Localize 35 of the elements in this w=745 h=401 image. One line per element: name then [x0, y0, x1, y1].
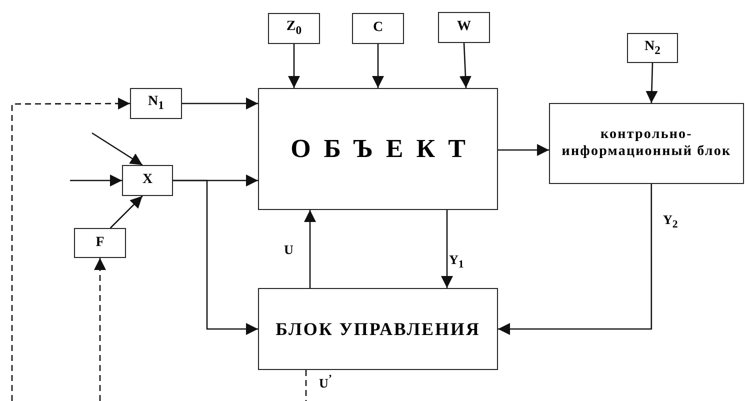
arrow — [288, 44, 300, 88]
node-label: контрольно-информационный блок — [560, 127, 732, 160]
node-label: Z$_{0}$ — [286, 19, 302, 38]
control-unit-block — [258, 288, 498, 370]
node-label: ОБЪЕКТ — [290, 134, 478, 164]
control-information-block — [549, 103, 744, 184]
arrow — [498, 184, 652, 335]
signal-box — [352, 13, 404, 44]
signal-box — [438, 12, 490, 43]
node-label: C — [372, 20, 384, 37]
arrow — [173, 180, 258, 335]
node-label: N$_{1}$ — [148, 94, 164, 113]
arrow — [441, 210, 453, 288]
arrow — [92, 132, 143, 166]
object-block — [258, 88, 498, 210]
node-label: N$_{2}$ — [644, 38, 660, 58]
arrow — [182, 98, 258, 110]
arrow — [498, 144, 549, 156]
arrow — [304, 210, 316, 288]
signal-box — [122, 165, 173, 196]
arrow — [646, 62, 658, 104]
signal-box — [130, 88, 182, 119]
node-label: W — [457, 19, 471, 36]
node-label: F — [96, 234, 104, 252]
arrow — [459, 42, 472, 88]
signal-box — [74, 228, 126, 258]
dashed-arrow — [94, 258, 106, 401]
node-label: БЛОК УПРАВЛЕНИЯ — [276, 318, 480, 340]
arrow — [110, 196, 143, 228]
dashed-arrow — [11, 98, 130, 401]
signal-box — [627, 33, 678, 63]
node-label: X — [142, 172, 153, 189]
arrow — [372, 44, 384, 88]
arrow — [70, 174, 122, 186]
signal-box — [268, 13, 320, 44]
